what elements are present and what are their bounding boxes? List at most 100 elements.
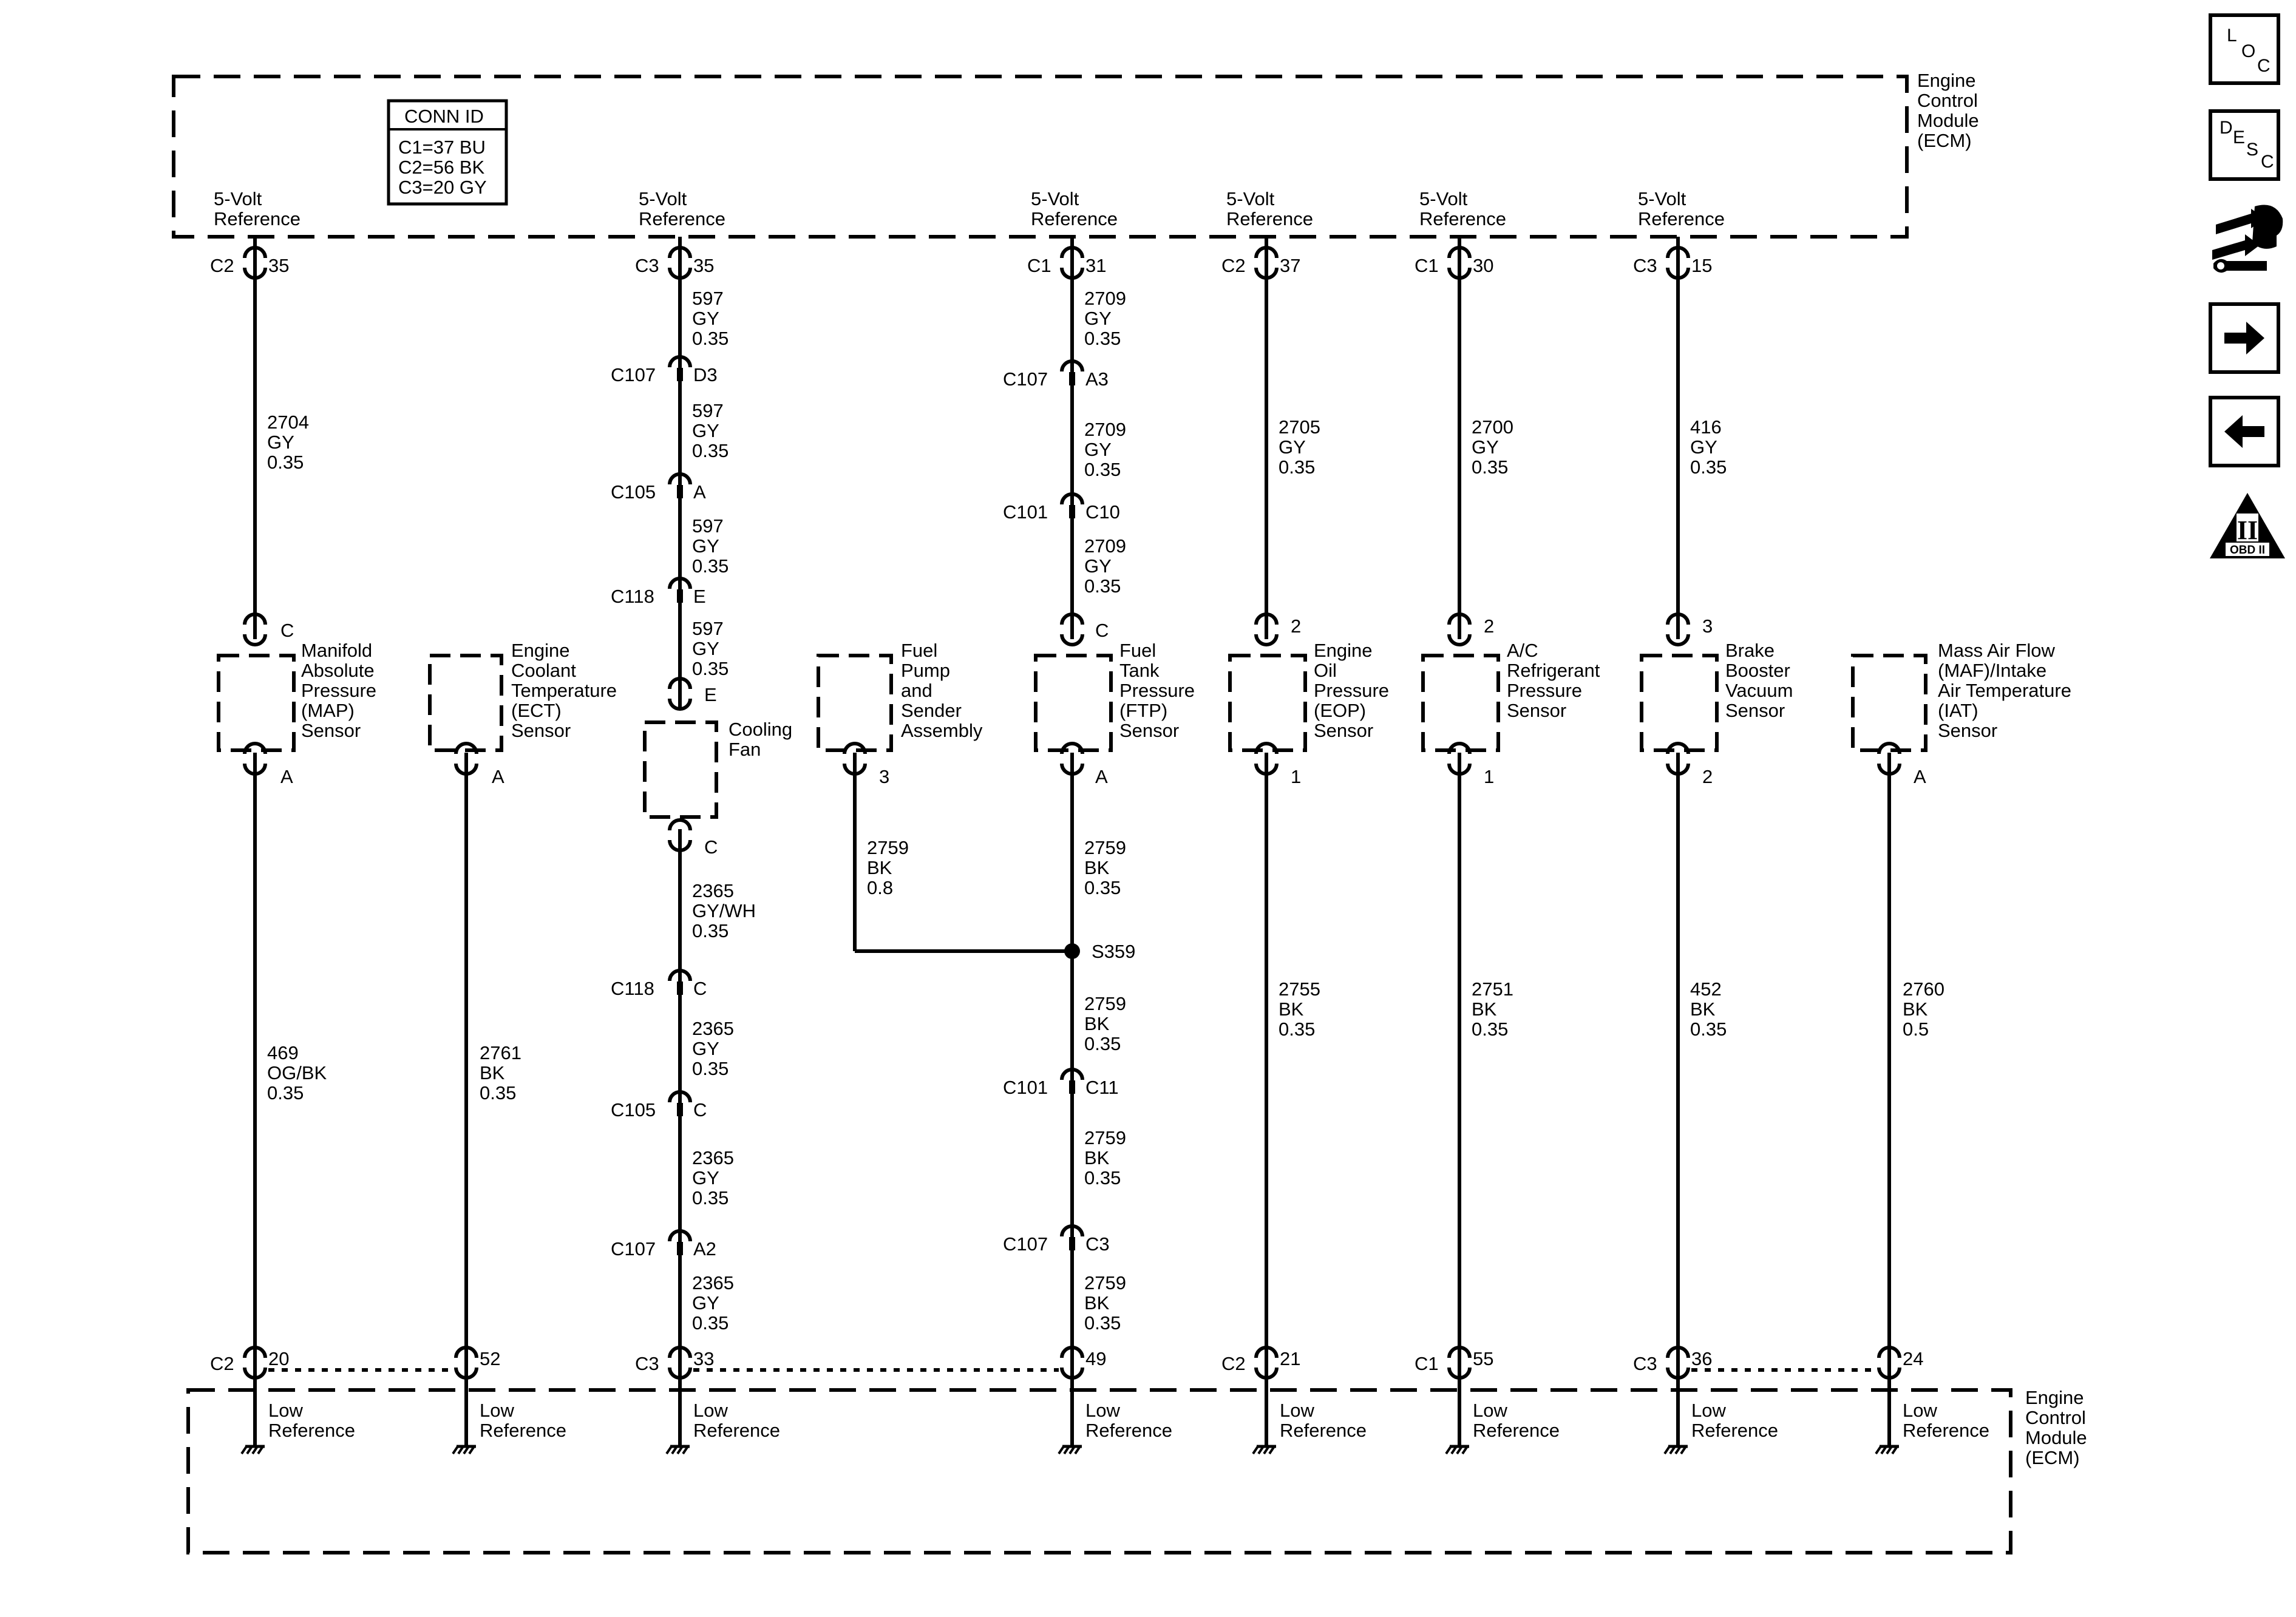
ecm-pin-number: 49: [1085, 1348, 1106, 1369]
ground-tick: [682, 1445, 689, 1455]
wire-label: GY: [267, 432, 294, 453]
component-name-line: Sender: [901, 700, 962, 721]
connector-pin: [1265, 623, 1268, 639]
reference-label: 5-Volt: [1638, 188, 1686, 209]
connector-pin: [1070, 623, 1074, 639]
connector-cup: [1666, 1367, 1690, 1380]
connector-symbol: [1060, 359, 1084, 385]
connector-pin: [253, 623, 257, 639]
connector-symbol: [243, 246, 267, 280]
location-button[interactable]: L O C: [2209, 13, 2280, 85]
next-page-button[interactable]: [2209, 302, 2280, 374]
previous-page-button[interactable]: [2209, 396, 2280, 467]
wire-label: 0.35: [267, 452, 304, 473]
component-pin: A: [492, 766, 504, 787]
connector-cap: [454, 1346, 478, 1358]
wire-label: BK: [1084, 1147, 1110, 1168]
desc-letter-s: S: [2246, 140, 2259, 160]
ground-tick: [463, 1445, 470, 1455]
wire-label: 0.35: [1472, 1019, 1508, 1040]
connector-symbol: [668, 472, 692, 498]
connector-symbol: [1447, 246, 1472, 280]
wire-label: GY: [692, 420, 719, 441]
splice-dot: [1064, 943, 1080, 959]
connector-cap: [1447, 612, 1472, 625]
components: [217, 654, 1927, 1455]
connector-cup: [843, 763, 867, 776]
wire-label: 0.35: [1084, 1033, 1121, 1054]
inline-connector-pin: C: [693, 978, 707, 999]
wire-label: 2704: [267, 412, 309, 433]
connector-pin: [677, 485, 683, 498]
connector-cup: [1666, 267, 1690, 280]
wire-label: BK: [1279, 998, 1304, 1020]
connector-pin: [1676, 257, 1680, 273]
connector-pin: [1070, 753, 1074, 768]
connector-cap: [1666, 612, 1690, 625]
connector-pin: [1070, 257, 1074, 273]
low-reference-label: Low: [1691, 1400, 1726, 1421]
ground-tick: [665, 1445, 673, 1455]
connector-pin: [464, 753, 468, 768]
component-name-line: Cooling: [729, 719, 792, 740]
connector-symbol: [1877, 742, 1901, 776]
wire-label: 0.35: [1084, 328, 1121, 349]
inline-connector-pin: A2: [693, 1238, 716, 1259]
connector-pin: [853, 753, 857, 768]
wire-label: GY: [692, 535, 719, 557]
connector-cup: [1254, 763, 1279, 776]
wire-label: 2755: [1279, 978, 1320, 1000]
component-name-line: Sensor: [1725, 700, 1785, 721]
connector-cap: [1447, 742, 1472, 754]
connector-cap: [1060, 246, 1084, 259]
ground-tick: [671, 1445, 678, 1455]
inline-connector-id: C107: [1003, 368, 1048, 390]
inline-connector-id: C101: [1003, 1077, 1048, 1098]
reference-label: Reference: [639, 208, 725, 229]
connector-cup: [243, 267, 267, 280]
component-name-line: Brake: [1725, 640, 1775, 661]
ecm-top-label: Engine Control Module (ECM): [1917, 70, 1979, 151]
component-pin: C: [280, 620, 294, 641]
ecm-connector-id: C3: [1633, 1353, 1657, 1374]
low-reference-label: Low: [480, 1400, 514, 1421]
wire-label: 0.35: [692, 440, 729, 461]
ecm-pin-number: 21: [1280, 1348, 1300, 1369]
connector-cup: [668, 698, 692, 711]
low-reference-label: Low: [1280, 1400, 1314, 1421]
svg-text:CONN ID: CONN ID: [404, 106, 484, 127]
desc-letter-c: C: [2261, 152, 2274, 172]
component-name-line: (FTP): [1119, 700, 1167, 721]
inline-connector-pin: C11: [1085, 1077, 1119, 1098]
connector-cup: [1447, 267, 1472, 280]
low-reference-label: Reference: [1085, 1420, 1172, 1441]
connector-cap: [1666, 1346, 1690, 1358]
navigation-sidebar: L O C D E S C II OBD II: [2204, 0, 2296, 1617]
component-name-line: Sensor: [1314, 720, 1373, 741]
ecm-pin-number: 31: [1085, 255, 1106, 276]
ecm-connector-id: C1: [1415, 255, 1439, 276]
ground-tick: [1068, 1445, 1076, 1455]
wire-label: 0.35: [1084, 877, 1121, 898]
description-button[interactable]: D E S C: [2209, 109, 2280, 181]
connector-pin: [1676, 623, 1680, 639]
svg-text:(ECM): (ECM): [2025, 1447, 2080, 1468]
low-reference-label: Reference: [1473, 1420, 1560, 1441]
connector-cap: [1254, 1346, 1279, 1358]
wire-label: 452: [1690, 978, 1722, 1000]
obd-ii-icon[interactable]: II OBD II: [2209, 490, 2286, 562]
component-name-line: Pressure: [1119, 680, 1195, 701]
wires: [253, 237, 1891, 1446]
low-reference-label: Low: [1473, 1400, 1507, 1421]
inline-connector-pin: C3: [1085, 1233, 1110, 1255]
component-pin: 1: [1484, 766, 1494, 787]
low-reference-label: Reference: [1691, 1420, 1778, 1441]
connector-cap: [668, 355, 692, 368]
wire-label: 0.35: [267, 1082, 304, 1103]
wire-label: BK: [1084, 1013, 1110, 1034]
connector-cap: [1060, 492, 1084, 505]
connector-wrench-icon[interactable]: [2209, 200, 2286, 273]
conn-id-box: CONN ID C1=37 BU C2=56 BK C3=20 GY: [387, 99, 508, 206]
ground-tick: [1886, 1445, 1893, 1455]
inline-connector-id: C101: [1003, 501, 1048, 523]
